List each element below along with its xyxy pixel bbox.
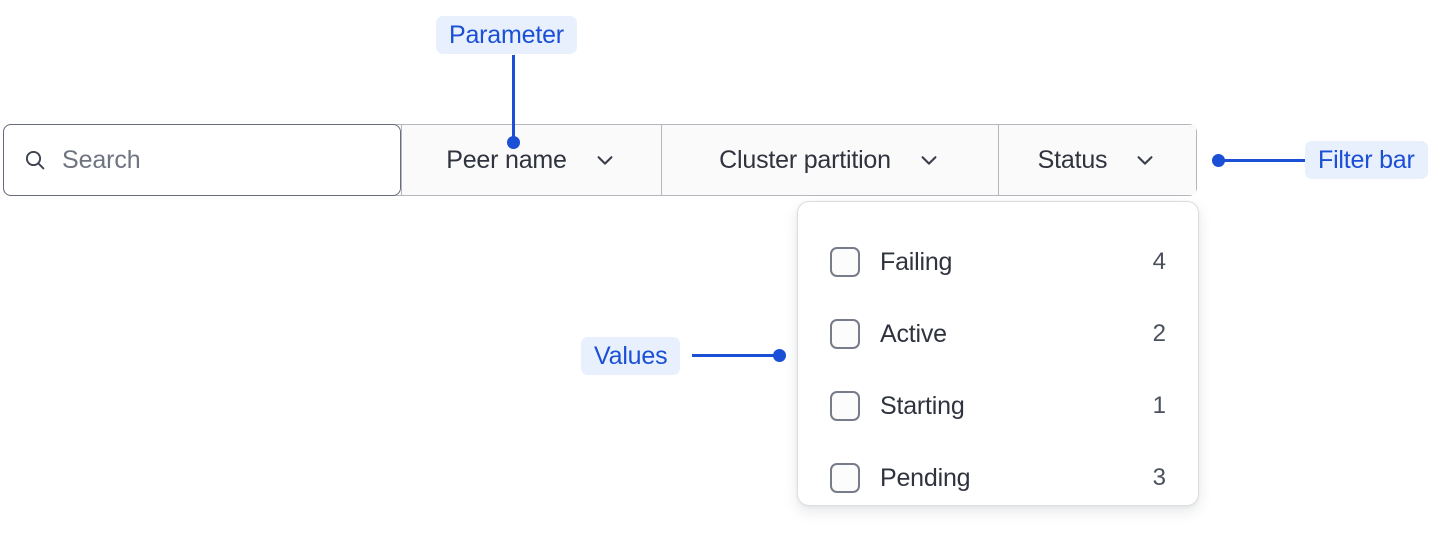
dropdown-option-label: Starting <box>880 391 965 420</box>
status-dropdown-panel: Failing 4 Active 2 Starting 1 Pending 3 <box>797 201 1199 506</box>
annotation-connector-values <box>692 354 780 357</box>
search-icon <box>22 147 48 173</box>
filter-segment-status[interactable]: Status <box>998 125 1196 195</box>
dropdown-option-count: 1 <box>1152 392 1166 419</box>
filter-bar: Peer name Cluster partition Status <box>3 124 1197 196</box>
dropdown-option-count: 3 <box>1152 464 1166 491</box>
filter-segment-peer-name[interactable]: Peer name <box>401 125 661 195</box>
checkbox-unchecked-icon[interactable] <box>830 391 860 421</box>
filter-segment-label: Peer name <box>446 145 567 174</box>
search-input[interactable] <box>62 145 384 175</box>
dropdown-option-label: Pending <box>880 463 971 492</box>
dropdown-option-count: 4 <box>1152 248 1166 275</box>
annotation-connector-filter-bar <box>1218 159 1306 162</box>
checkbox-unchecked-icon[interactable] <box>830 319 860 349</box>
chevron-down-icon <box>917 148 941 172</box>
annotation-dot-parameter <box>507 136 520 149</box>
dropdown-option-row[interactable]: Starting 1 <box>798 370 1198 442</box>
filter-segment-label: Status <box>1037 145 1108 174</box>
search-field[interactable] <box>3 124 401 196</box>
annotation-label-filter-bar: Filter bar <box>1305 141 1428 179</box>
dropdown-option-label: Failing <box>880 247 953 276</box>
checkbox-unchecked-icon[interactable] <box>830 247 860 277</box>
dropdown-option-label: Active <box>880 319 947 348</box>
annotation-dot-values <box>773 349 786 362</box>
dropdown-option-count: 2 <box>1152 320 1166 347</box>
annotation-dot-filter-bar <box>1212 154 1225 167</box>
annotation-connector-parameter <box>512 55 515 143</box>
filter-segment-cluster-partition[interactable]: Cluster partition <box>661 125 998 195</box>
dropdown-option-row[interactable]: Failing 4 <box>798 226 1198 298</box>
chevron-down-icon <box>593 148 617 172</box>
dropdown-option-row[interactable]: Pending 3 <box>798 442 1198 514</box>
chevron-down-icon <box>1133 148 1157 172</box>
annotation-label-values: Values <box>581 337 681 375</box>
annotation-label-parameter: Parameter <box>436 16 577 54</box>
filter-segment-label: Cluster partition <box>719 145 891 174</box>
dropdown-option-row[interactable]: Active 2 <box>798 298 1198 370</box>
checkbox-unchecked-icon[interactable] <box>830 463 860 493</box>
